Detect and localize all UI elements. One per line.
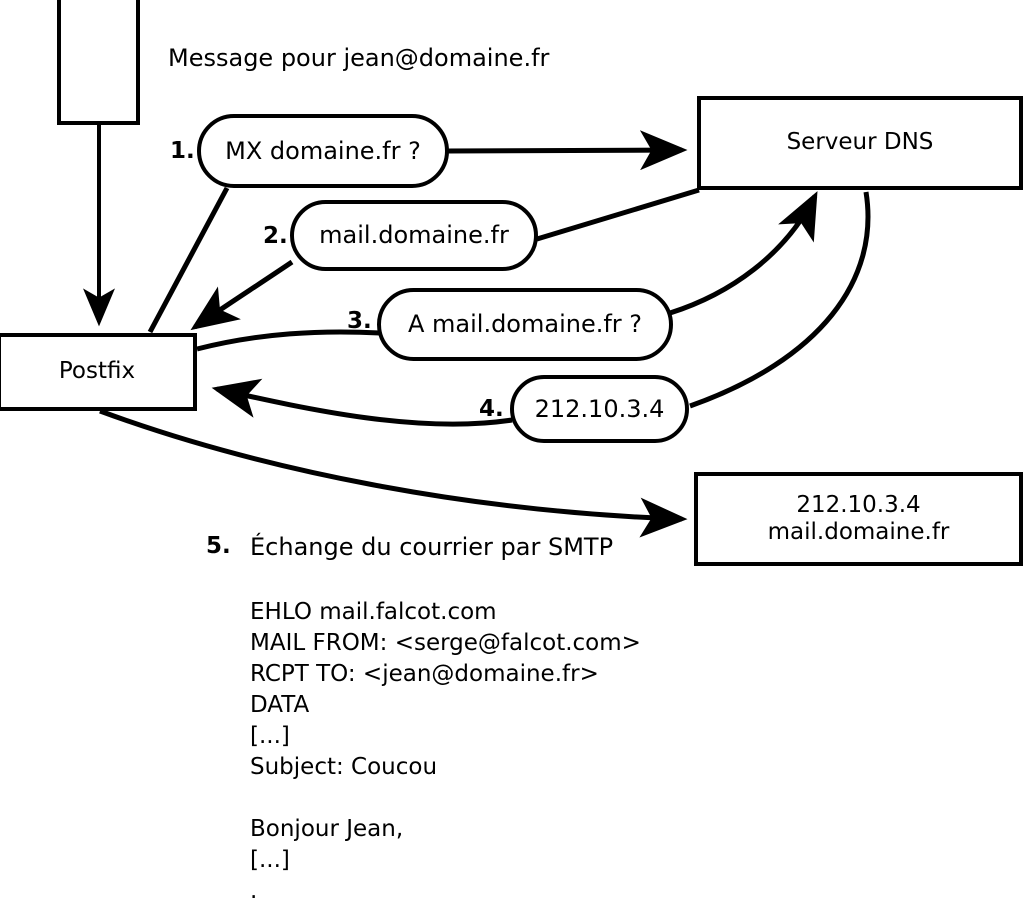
step-5-number: 5. — [206, 533, 231, 559]
step-4-bubble-label: 212.10.3.4 — [534, 394, 665, 423]
step-1-bubble-label: MX domaine.fr ? — [225, 136, 421, 165]
connector-dns-to-step2 — [536, 187, 700, 242]
smtp-transcript-line: Bonjour Jean, — [250, 816, 404, 842]
connector-dns-to-step4 — [689, 191, 871, 409]
step-3-number: 3. — [347, 308, 372, 334]
smtp-transcript-line: DATA — [250, 692, 310, 718]
target-ip-label: 212.10.3.4 — [796, 491, 921, 518]
connector-postfix-to-target — [99, 408, 688, 538]
step-2-bubble-label: mail.domaine.fr — [319, 221, 509, 250]
step-4-bubble: 212.10.3.4 — [510, 375, 689, 443]
target-mail-server-box: 212.10.3.4 mail.domaine.fr — [694, 472, 1023, 566]
dns-server-box: Serveur DNS — [697, 96, 1023, 190]
smtp-transcript-line — [250, 783, 641, 814]
connector-step3-to-dns — [669, 191, 818, 316]
smtp-transcript-line: EHLO mail.falcot.com — [250, 599, 497, 625]
step-2-number: 2. — [263, 223, 288, 249]
connector-step1-to-dns — [447, 130, 688, 171]
smtp-transcript-line: [...] — [250, 723, 290, 749]
smtp-transcript-line: [...] — [250, 847, 290, 873]
connector-postfix-to-step3 — [196, 329, 381, 352]
step-3-bubble-label: A mail.domaine.fr ? — [407, 310, 643, 339]
postfix-label: Postfix — [58, 358, 136, 385]
dns-server-label: Serveur DNS — [786, 129, 934, 156]
connector-step4-to-postfix — [211, 378, 513, 427]
step-4-number: 4. — [479, 396, 504, 422]
client-box — [57, 0, 140, 125]
connector-postfix-to-step1 — [147, 186, 230, 334]
smtp-transcript-line: . — [250, 878, 258, 904]
smtp-transcript-line: MAIL FROM: <serge@falcot.com> — [250, 630, 641, 656]
postfix-box: Postfix — [0, 333, 197, 411]
step-5-label: Échange du courrier par SMTP — [250, 533, 614, 561]
message-caption: Message pour jean@domaine.fr — [168, 44, 550, 72]
smtp-transcript-line: RCPT TO: <jean@domaine.fr> — [250, 661, 599, 687]
step-3-bubble: A mail.domaine.fr ? — [377, 288, 673, 361]
step-1-number: 1. — [170, 138, 195, 164]
smtp-transcript-line: Subject: Coucou — [250, 754, 438, 780]
target-host-label: mail.domaine.fr — [767, 519, 950, 545]
connector-step2-to-postfix — [190, 259, 294, 331]
step-1-bubble: MX domaine.fr ? — [197, 114, 449, 188]
step-2-bubble: mail.domaine.fr — [290, 200, 538, 271]
